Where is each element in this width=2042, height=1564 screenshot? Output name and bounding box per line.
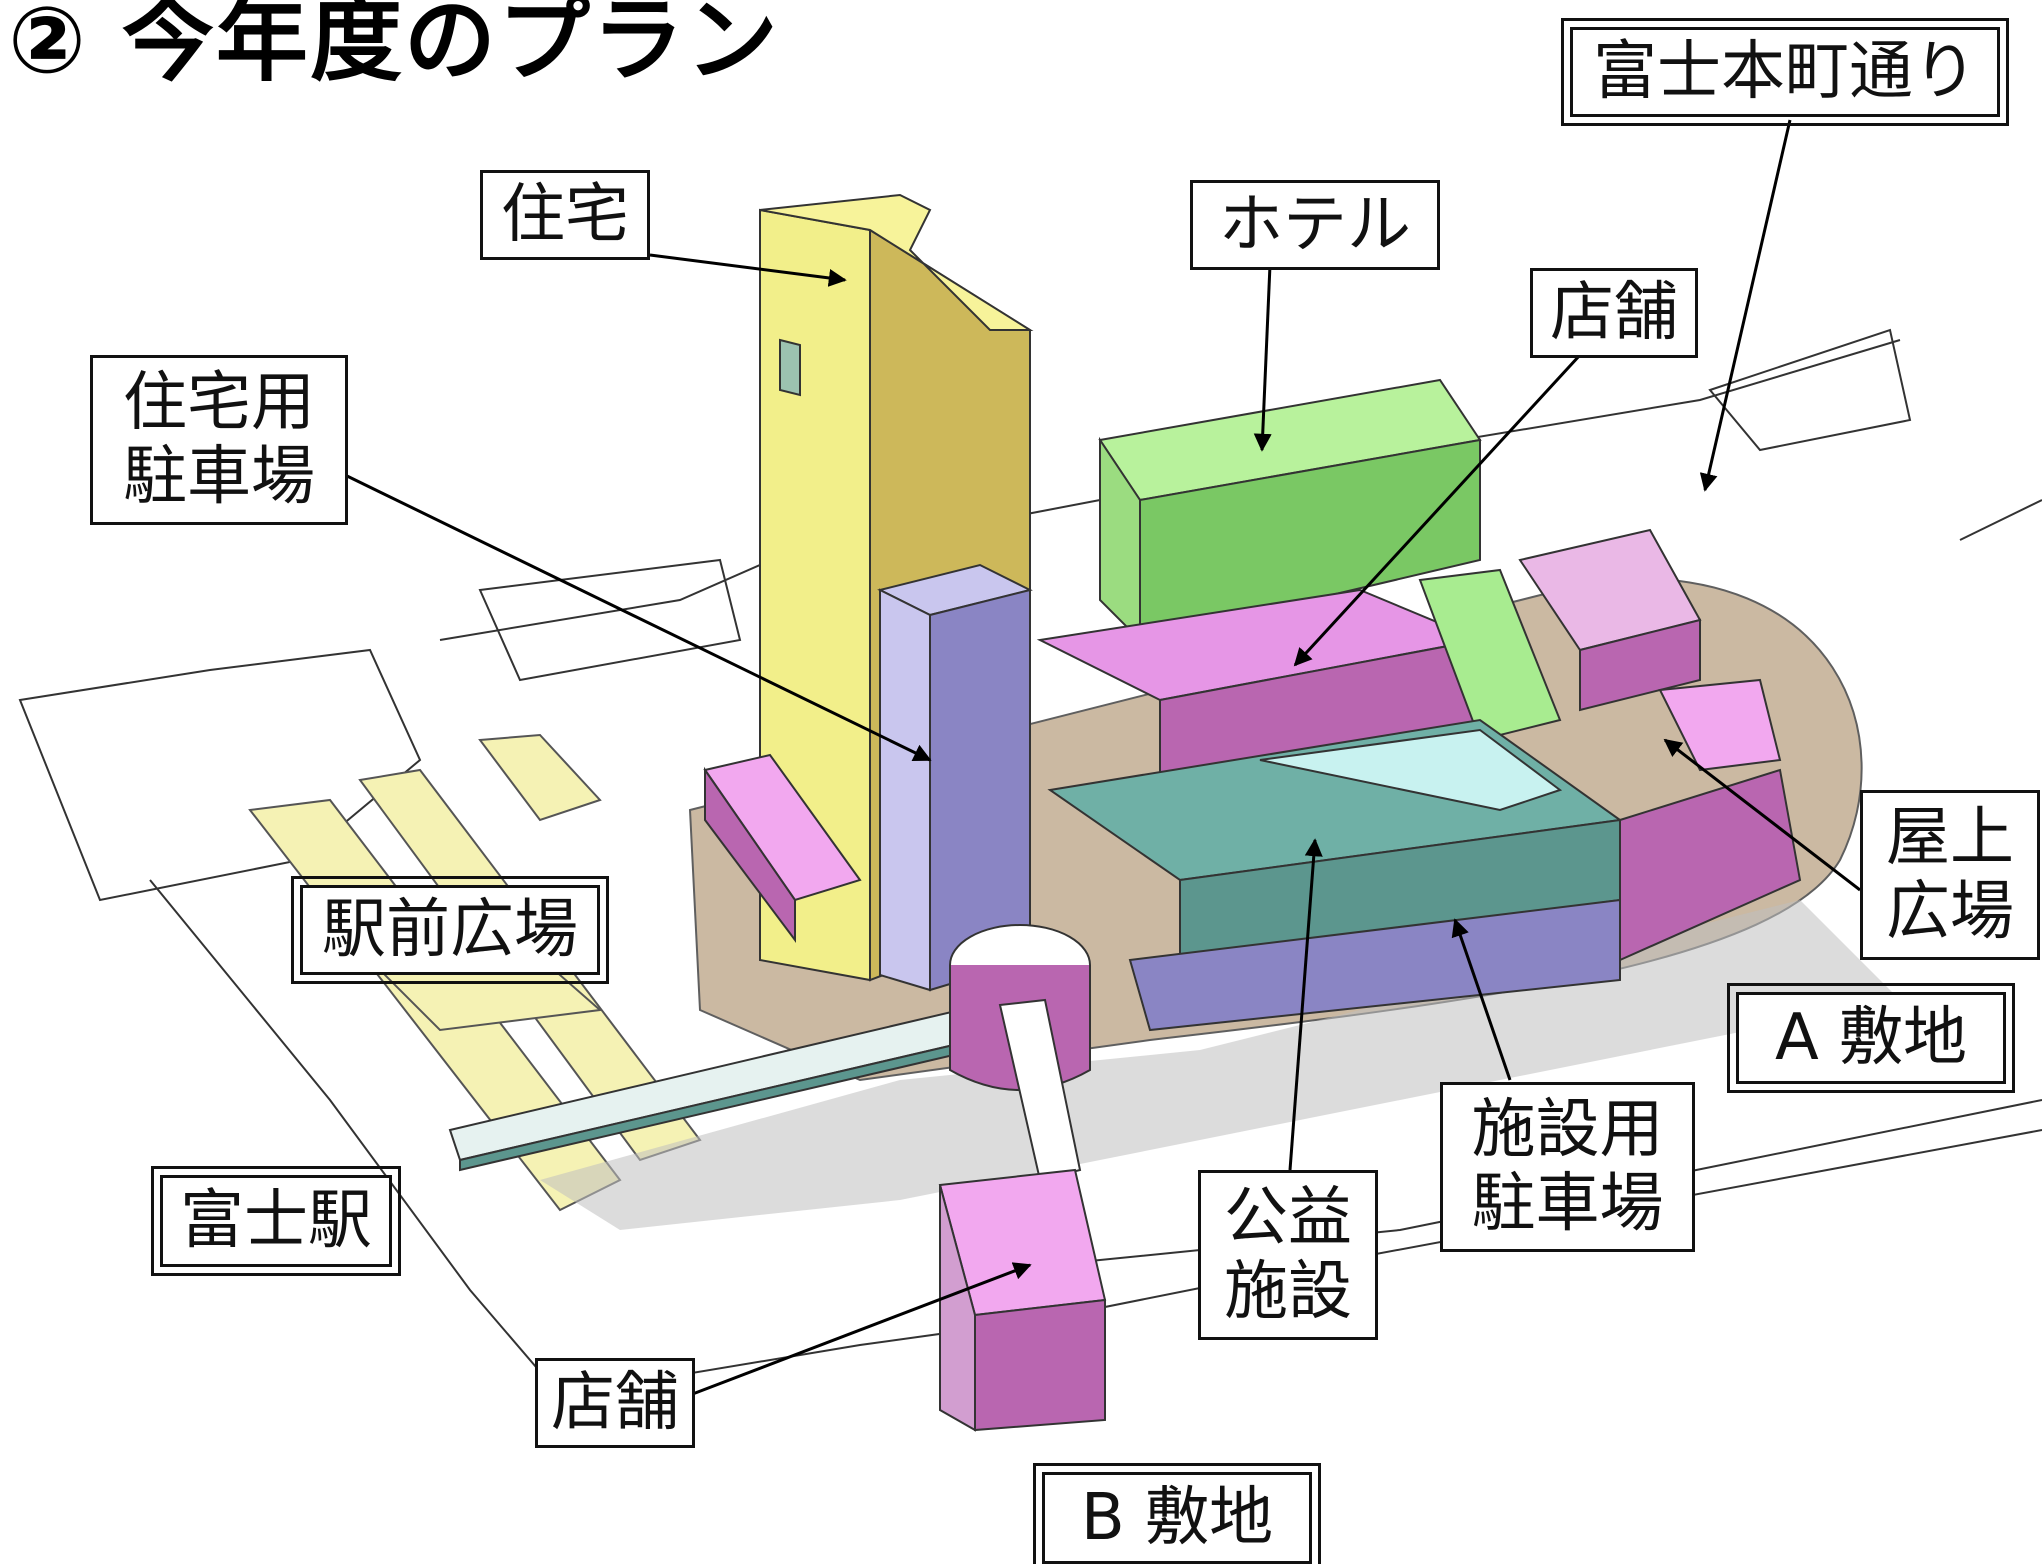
connector-bridge <box>998 998 1082 1182</box>
label-public-facility-line2: 施設 <box>1224 1255 1352 1329</box>
label-public-facility: 公益 施設 <box>1198 1170 1378 1340</box>
residential-parking-tower <box>877 563 1033 992</box>
label-retail-top: 店舗 <box>1530 268 1698 358</box>
road-outline-east <box>1959 499 2042 541</box>
retail-east-front <box>1579 618 1701 712</box>
label-fuji-station-text: 富士駅 <box>180 1184 372 1258</box>
label-a-site: A 敷地 <box>1727 983 2015 1093</box>
west-retail-front <box>704 766 796 943</box>
hotel-block <box>1098 378 1482 643</box>
b-retail-front <box>974 1298 1106 1432</box>
arrow-tenpo-bottom <box>689 1262 1032 1397</box>
road-outline-left <box>149 879 561 1396</box>
label-hotel: ホテル <box>1190 180 1440 270</box>
road-outline-inner <box>999 1099 2042 1271</box>
label-rooftop-plaza-line1: 屋上 <box>1886 801 2014 875</box>
label-residential: 住宅 <box>480 170 650 260</box>
road-outline-block <box>478 558 742 682</box>
leader-arrows <box>344 119 1861 1397</box>
label-residential-text: 住宅 <box>501 178 629 252</box>
tower-top <box>759 193 1034 331</box>
label-public-facility-line1: 公益 <box>1224 1181 1352 1255</box>
plaza-strip-3 <box>478 733 602 822</box>
label-retail-bottom: 店舗 <box>535 1358 695 1448</box>
b-site-retail <box>938 1168 1107 1432</box>
west-retail <box>703 753 862 943</box>
label-retail-bottom-text: 店舗 <box>551 1366 679 1440</box>
label-station-plaza: 駅前広場 <box>291 876 609 984</box>
arrow-fuji-honcho <box>1699 119 1792 492</box>
label-residential-parking: 住宅用 駐車場 <box>90 355 348 525</box>
arrow-jutaku <box>649 253 847 287</box>
public-sky <box>1259 728 1563 812</box>
label-hotel-text: ホテル <box>1219 188 1411 262</box>
label-facility-parking-line1: 施設用 <box>1471 1093 1664 1167</box>
label-residential-parking-line1: 住宅用 <box>123 366 315 440</box>
label-rooftop-plaza-line2: 広場 <box>1886 875 2014 949</box>
arrow-hotel <box>1253 264 1272 452</box>
label-station-plaza-text: 駅前広場 <box>322 893 578 967</box>
bridge-and-core <box>448 924 1091 1182</box>
road-outline-west <box>18 648 422 902</box>
arrow-tenpo-top <box>1293 353 1582 667</box>
arrow-koeki <box>1288 838 1323 1171</box>
label-facility-parking: 施設用 駐車場 <box>1440 1082 1695 1252</box>
road-outline-northeast <box>1708 328 1912 452</box>
arrow-okujo <box>1663 738 1861 892</box>
tower-notch <box>779 338 801 397</box>
label-b-site-text: B 敷地 <box>1080 1481 1274 1555</box>
label-fuji-station: 富士駅 <box>151 1166 401 1276</box>
public-facility <box>1047 718 1623 962</box>
label-fuji-honcho-street: 富士本町通り <box>1561 18 2009 126</box>
label-a-site-text: A 敷地 <box>1774 1001 1968 1075</box>
label-rooftop-plaza: 屋上 広場 <box>1860 790 2040 960</box>
rpark-left <box>879 588 931 992</box>
label-facility-parking-line2: 駐車場 <box>1471 1167 1664 1241</box>
rooftop-plaza-pink <box>1658 678 1782 772</box>
arrow-shisetsu-parking <box>1451 918 1512 1081</box>
label-residential-parking-line2: 駐車場 <box>123 440 315 514</box>
facility-parking <box>1128 678 1802 1032</box>
arrow-jutaku-parking <box>344 473 932 762</box>
hotel-arm <box>1418 568 1562 742</box>
label-fuji-honcho-text: 富士本町通り <box>1593 35 1977 109</box>
label-b-site: B 敷地 <box>1033 1463 1321 1564</box>
label-retail-top-text: 店舗 <box>1550 276 1678 350</box>
diagram-title: ② 今年度のプラン <box>8 0 780 94</box>
b-retail-side <box>939 1184 976 1432</box>
